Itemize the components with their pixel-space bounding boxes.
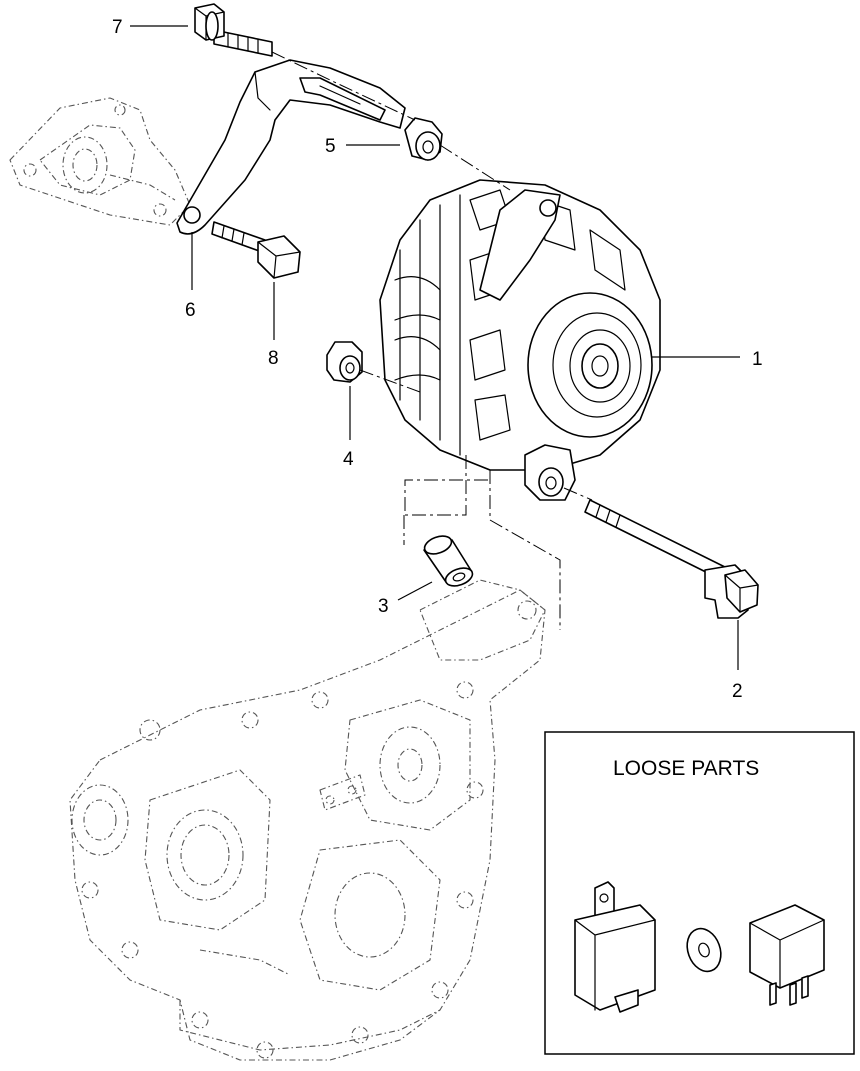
relay-with-bracket [574, 881, 656, 1013]
callout-7: 7 [112, 17, 123, 38]
callout-1: 1 [752, 349, 763, 370]
callout-2: 2 [732, 681, 743, 702]
timing-cover-phantom [69, 579, 546, 1061]
callout-8: 8 [268, 348, 279, 369]
alternator [379, 179, 661, 501]
loose-parts-box: LOOSE PARTS [544, 731, 855, 1055]
callout-6: 6 [185, 300, 196, 321]
callout-4: 4 [343, 449, 354, 470]
bolt-upper [194, 3, 273, 57]
spacer-upper [404, 117, 443, 161]
washer [686, 927, 722, 973]
adjusting-bracket [176, 59, 406, 235]
relay [749, 904, 825, 1006]
water-pump-phantom [9, 97, 191, 226]
callout-5: 5 [325, 136, 336, 157]
loose-parts-title: LOOSE PARTS [613, 757, 759, 780]
alignment-lines [271, 51, 593, 630]
callout-3: 3 [378, 596, 389, 617]
bolt-middle [211, 221, 301, 279]
nut-flange [326, 341, 363, 383]
sleeve [423, 535, 474, 587]
long-bolt [584, 499, 759, 619]
